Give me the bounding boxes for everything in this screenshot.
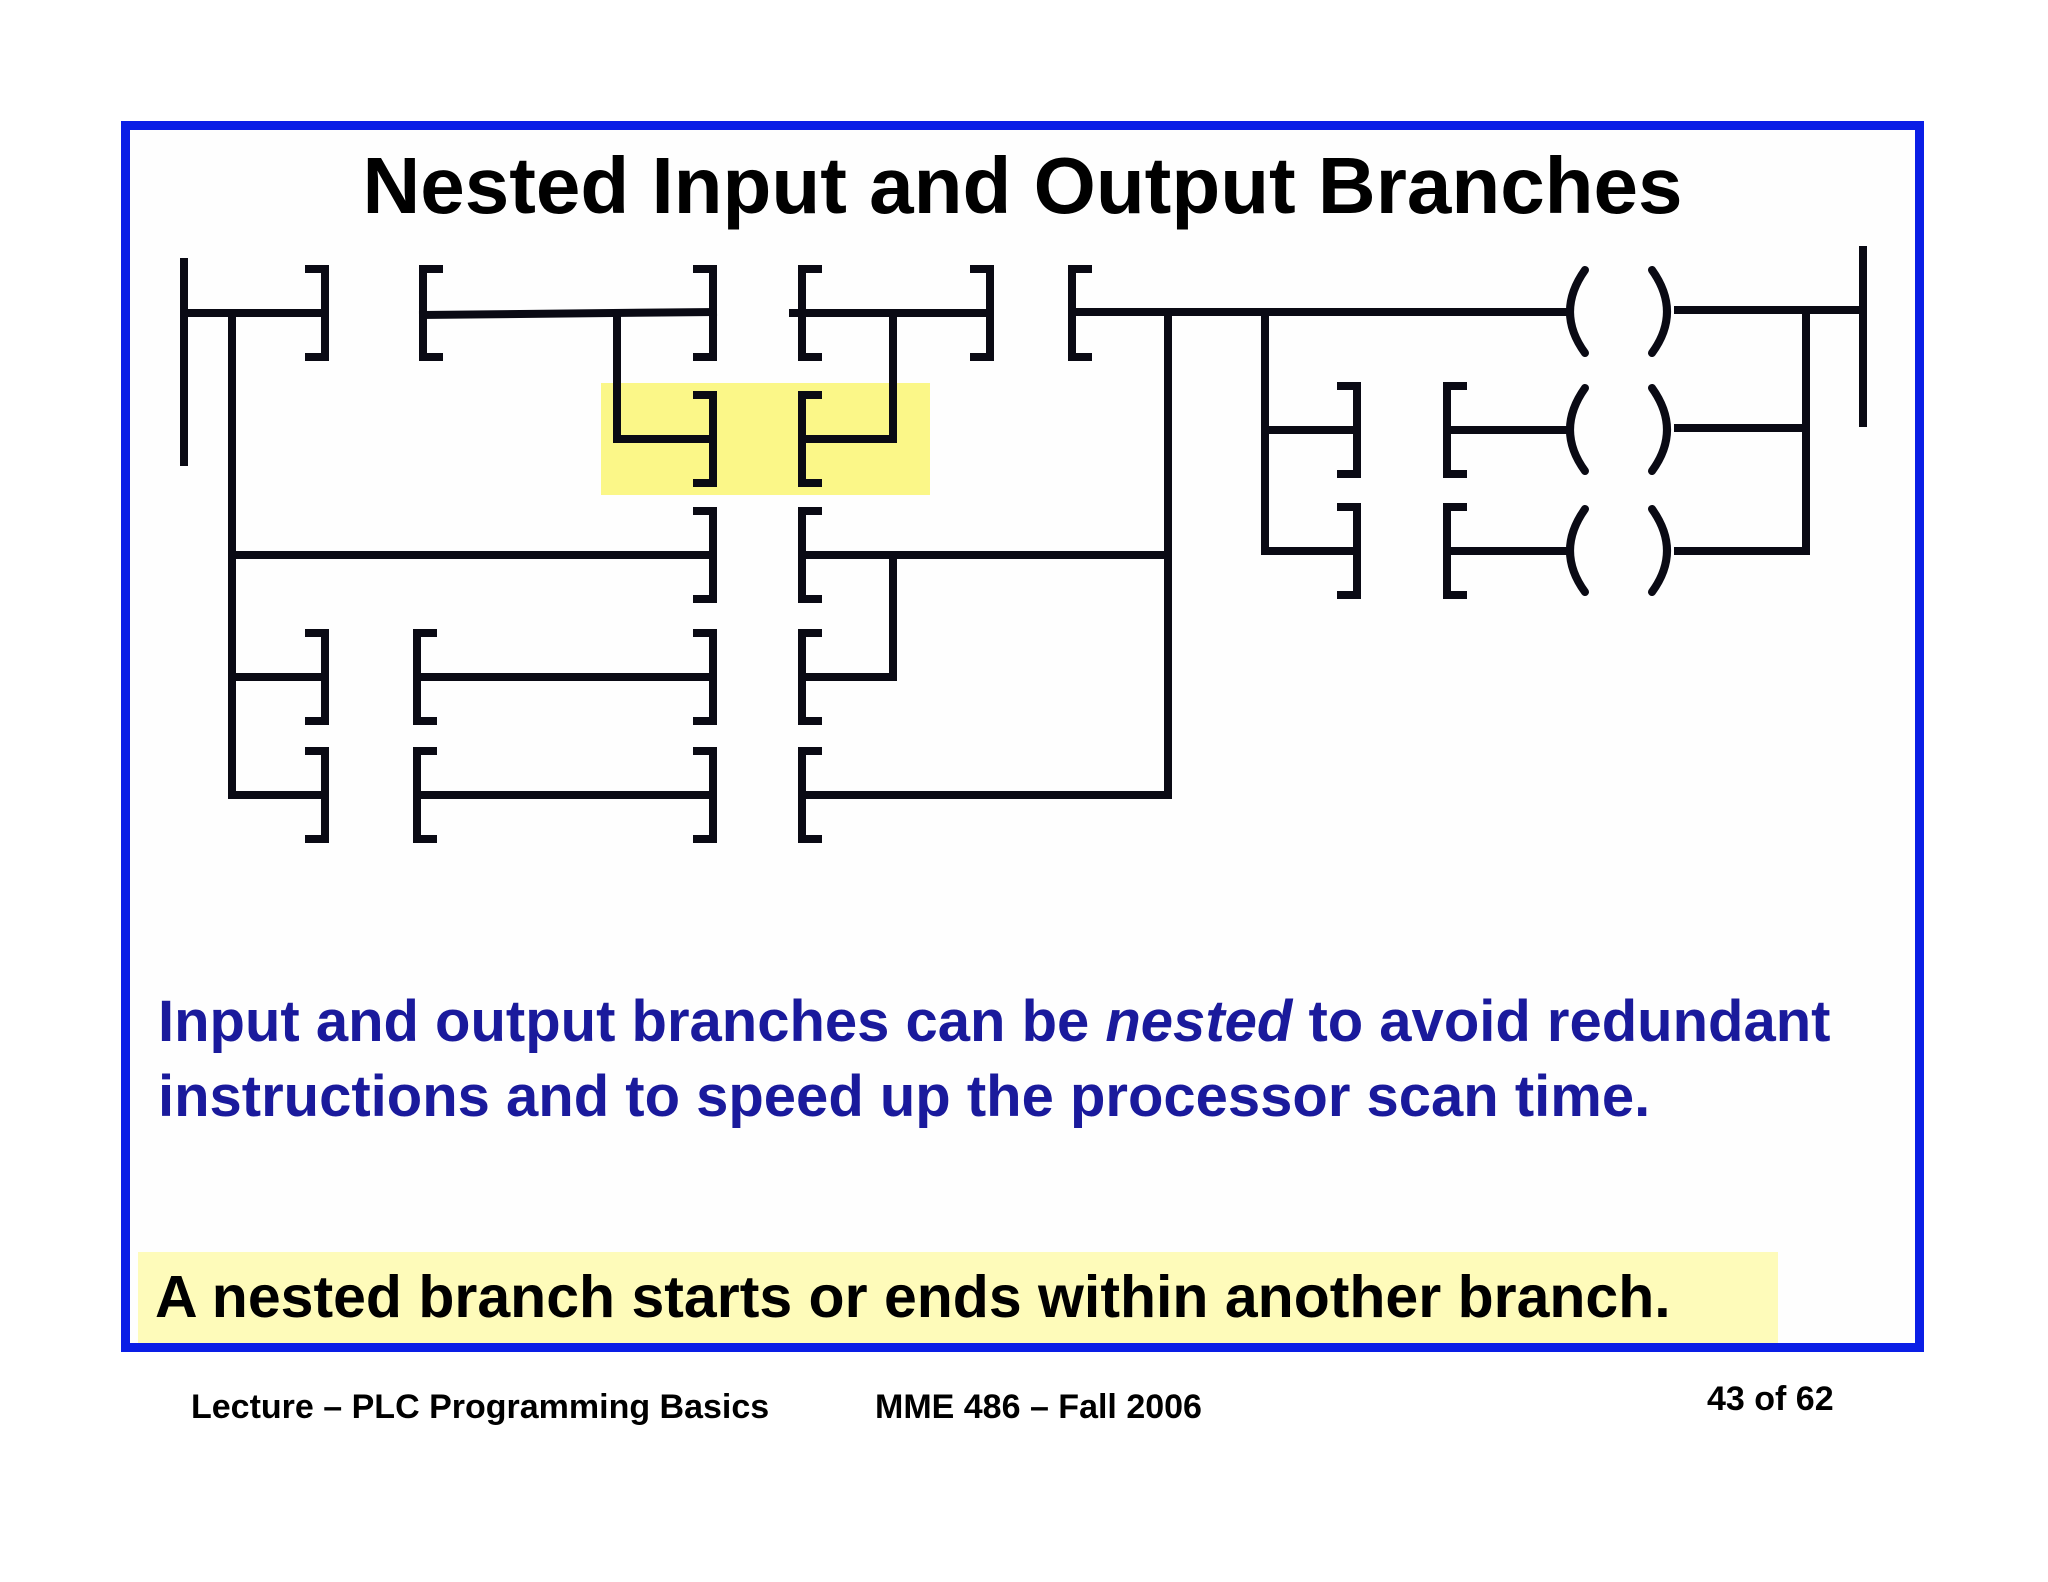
- body-text-before: Input and output branches can be: [158, 989, 1106, 1054]
- rung-1-wires: [180, 306, 1867, 320]
- contact-branch-4-2: [693, 747, 822, 843]
- coil-right-arc: [1648, 266, 1671, 357]
- contact-output-branch-2: [1337, 503, 1467, 599]
- contact-output-branch-1: [1337, 382, 1467, 478]
- contact-right-bracket: [798, 507, 822, 603]
- contact-branch-2-1: [693, 507, 822, 603]
- contact-left-bracket: [970, 265, 994, 361]
- body-text-emphasis: nested: [1105, 989, 1293, 1054]
- output-coil-3: [1566, 505, 1671, 596]
- contact-branch-4-1: [305, 747, 437, 843]
- contact-left-bracket: [305, 629, 329, 725]
- footer-course: MME 486 – Fall 2006: [875, 1388, 1202, 1426]
- contact-rung1-3: [970, 265, 1092, 361]
- contact-left-bracket: [693, 747, 717, 843]
- contact-right-bracket: [798, 629, 822, 725]
- contact-rung1-1: [305, 265, 443, 361]
- contact-left-bracket: [1337, 503, 1361, 599]
- coil-right-arc: [1648, 384, 1671, 475]
- contact-left-bracket: [693, 507, 717, 603]
- contact-right-bracket: [413, 747, 437, 843]
- contact-right-bracket: [413, 629, 437, 725]
- contact-right-bracket: [1443, 503, 1467, 599]
- body-text-after: to avoid redundant instructions and to s…: [158, 989, 1831, 1129]
- contact-left-bracket: [693, 391, 717, 487]
- contact-right-bracket: [798, 747, 822, 843]
- contact-branch-3-2: [693, 629, 822, 725]
- definition-box: A nested branch starts or ends within an…: [138, 1252, 1778, 1343]
- contact-right-bracket: [798, 391, 822, 487]
- contact-left-bracket: [693, 265, 717, 361]
- contact-right-bracket: [1443, 382, 1467, 478]
- footer-page-number: 43 of 62: [1707, 1380, 1834, 1418]
- output-coil-1: [1566, 266, 1671, 357]
- coil-right-arc: [1648, 505, 1671, 596]
- coil-left-arc: [1566, 266, 1589, 357]
- footer-lecture: Lecture – PLC Programming Basics: [191, 1388, 770, 1426]
- contact-left-bracket: [693, 629, 717, 725]
- contact-branch-3-1: [305, 629, 437, 725]
- body-text: Input and output branches can be nested …: [158, 984, 1858, 1134]
- coil-left-arc: [1566, 505, 1589, 596]
- contact-left-bracket: [305, 265, 329, 361]
- contact-rung1-2: [693, 265, 822, 361]
- input-branch-output-wires: [798, 309, 1172, 799]
- contact-right-bracket: [419, 265, 443, 361]
- output-coil-2: [1566, 384, 1671, 475]
- nested-branch-wires: [613, 309, 897, 443]
- input-branch-bus: [228, 309, 717, 799]
- contact-left-bracket: [1337, 382, 1361, 478]
- contact-left-bracket: [305, 747, 329, 843]
- contact-right-bracket: [798, 265, 822, 361]
- contact-nested-branch: [693, 391, 822, 487]
- contact-right-bracket: [1068, 265, 1092, 361]
- coil-left-arc: [1566, 384, 1589, 475]
- output-branch-wires: [1261, 306, 1810, 555]
- slide-title: Nested Input and Output Branches: [362, 141, 1683, 230]
